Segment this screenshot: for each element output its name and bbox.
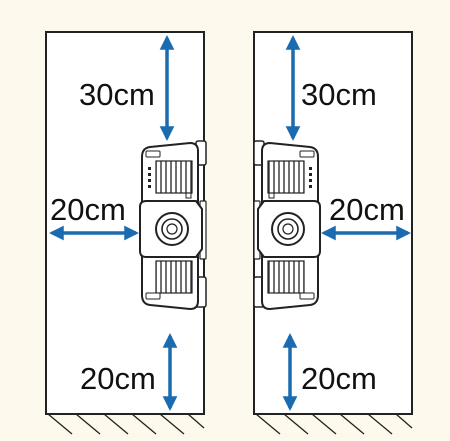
left-side-clearance-label: 20cm [50, 192, 126, 227]
left-top-clearance-label: 30cm [79, 77, 155, 112]
right-side-clearance-label: 20cm [329, 192, 405, 227]
right-top-clearance-label: 30cm [301, 77, 377, 112]
left-bottom-clearance-label: 20cm [80, 361, 156, 396]
projector-right [253, 140, 321, 310]
right-bottom-clearance-label: 20cm [301, 361, 377, 396]
floor-hatching [47, 413, 413, 435]
projector-left [139, 140, 207, 310]
